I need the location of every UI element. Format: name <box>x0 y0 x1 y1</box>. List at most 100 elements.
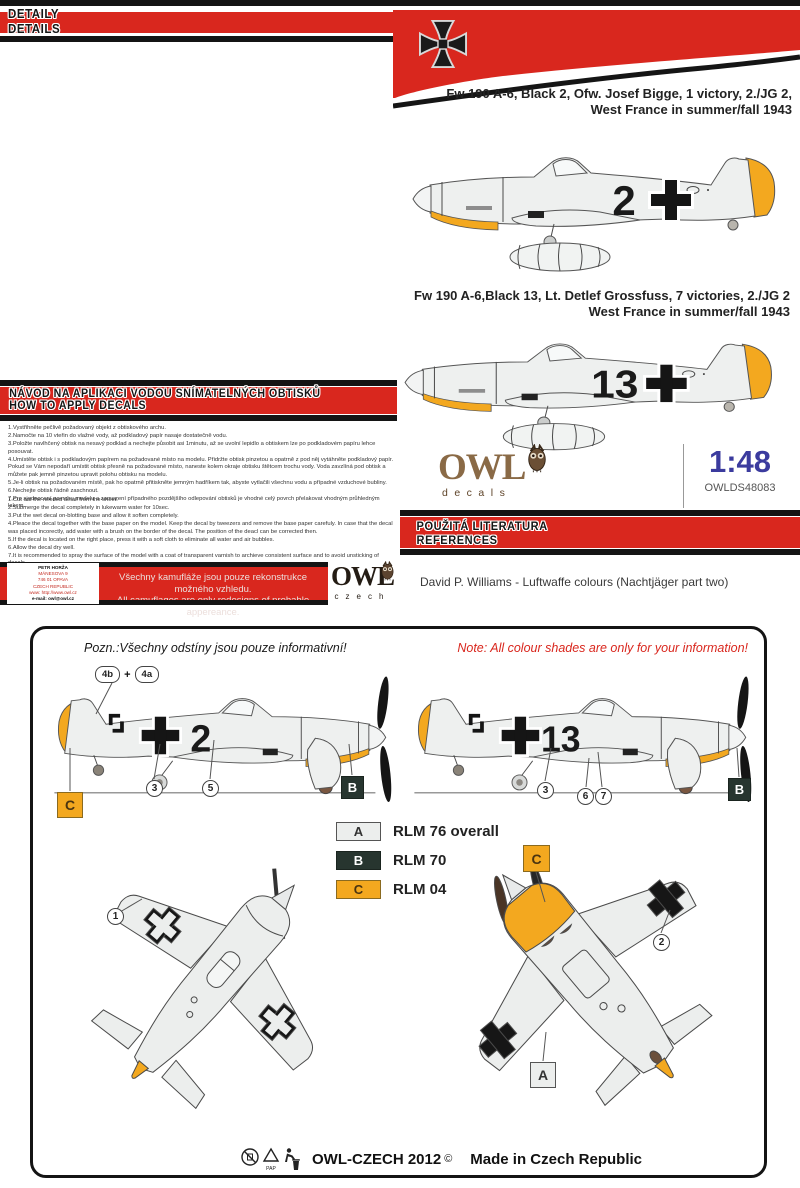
rudder-tip-orange <box>131 1059 150 1079</box>
reference-item: David P. Williams - Luftwaffe colours (N… <box>420 575 729 589</box>
callout-7: 7 <box>595 788 612 805</box>
legend-chip-b: B <box>336 851 381 870</box>
spinner <box>404 369 424 396</box>
rudder-tip-orange <box>654 1057 674 1079</box>
wing-cross <box>143 906 182 945</box>
step-cz-6: 6.Nechejte obtisk řádně zaschnout. <box>8 487 99 494</box>
callout-letter-c: C <box>57 792 83 818</box>
tail-marking <box>108 713 124 733</box>
step-cz-2: 2.Namočte na 10 vteřin do vlažné vody, a… <box>8 433 228 440</box>
propeller-blade <box>380 745 392 802</box>
tidy-man-icon <box>285 1148 300 1170</box>
top-black-stripe-2 <box>0 36 397 42</box>
canopy <box>221 699 255 717</box>
ref-stripe-top <box>400 510 800 516</box>
cowl-orange <box>430 210 499 231</box>
scheme1-title-line2: West France in summer/fall 1943 <box>590 102 792 118</box>
box-footer: PAP OWL-CZECH 2012 © Made in Czech Repub… <box>240 1146 660 1172</box>
callout-letter-b2: B <box>728 778 751 801</box>
footer-stripe-top <box>0 562 397 567</box>
step-en-1: 1.Cut out the needed detail from the she… <box>8 497 118 503</box>
scheme2-title: Fw 190 A-6,Black 13, Lt. Detlef Grossfus… <box>400 288 790 321</box>
legend-chip-c: C <box>336 880 381 899</box>
owl-czech-logo-sub: czech <box>334 592 391 601</box>
drop-tank <box>509 242 611 272</box>
tactical-number: 2 <box>190 717 211 759</box>
step-en-6: 6.Allow the decal dry well. <box>8 544 75 551</box>
callout-3b: 3 <box>537 782 554 799</box>
step-cz-4: 4.Umístěte obtisk i s podkladovým papíre… <box>8 456 394 478</box>
divider <box>683 444 684 508</box>
callout-6: 6 <box>577 788 594 805</box>
packaging-icons: PAP <box>241 1147 300 1172</box>
canopy <box>546 345 583 362</box>
legend-label-c: RLM 04 <box>393 881 447 898</box>
howto-heading-cz: NÁVOD NA APLIKACI VODOU SNÍMATELNÝCH OBT… <box>9 388 321 400</box>
footer-stripe-bottom <box>0 600 397 605</box>
howto-steps-cz: 1.Vystřihněte pečlivě požadovaný objekt … <box>8 425 398 511</box>
spinner <box>368 724 387 751</box>
plus-sign: + <box>124 668 131 681</box>
propeller-blade <box>377 676 389 729</box>
legend-row-b: B RLM 70 <box>336 851 446 870</box>
decal-pill-4b: 4b <box>95 666 121 683</box>
address-line: MÁNESOVA 9 <box>38 571 68 577</box>
howto-steps-en: 1.Cut out the needed detail from the she… <box>8 497 398 568</box>
scheme2-side-profile: 13 <box>404 343 772 451</box>
scale-label: 1:48 <box>708 444 772 479</box>
howto-stripe-bottom <box>0 415 397 421</box>
references-banner: POUŽITÁ LITERATURA REFERENCES <box>400 517 800 548</box>
canopy-plan <box>206 951 241 988</box>
step-cz-3: 3.Položte navlhčený obtisk na nesavý pod… <box>8 441 376 455</box>
do-not-litter-icon <box>241 1148 259 1166</box>
top-red-band <box>0 12 397 33</box>
product-code: OWLDS48083 <box>704 482 776 494</box>
legend-row-c: C RLM 04 <box>336 880 446 899</box>
recycle-icon: PAP <box>262 1147 280 1172</box>
scheme2-title-line1: Fw 190 A-6,Black 13, Lt. Detlef Grossfus… <box>414 288 790 303</box>
legend-label-b: RLM 70 <box>393 852 447 869</box>
step-en-4: 4.Pleace the decal together with the bas… <box>8 521 393 535</box>
address-line: CZECH REPUBLIC <box>32 583 74 589</box>
disclaimer: Všechny kamufláže jsou pouze rekonstrukc… <box>100 572 326 618</box>
disclaimer-cz: Všechny kamufláže jsou pouze rekonstrukc… <box>119 572 307 595</box>
tactical-number: 2 <box>612 177 635 224</box>
callout-letter-c2: C <box>523 845 550 872</box>
address-line: 746 01 OPAVA <box>37 577 69 583</box>
legend-row-a: A RLM 76 overall <box>336 822 499 841</box>
references-heading-cz: POUŽITÁ LITERATURA <box>416 519 548 533</box>
svg-text:PAP: PAP <box>266 1166 276 1172</box>
publisher-email: e-mail: owl@owl.cz <box>31 595 74 601</box>
step-cz-1: 1.Vystřihněte pečlivě požadovaný objekt … <box>8 425 167 431</box>
references-heading-en: REFERENCES <box>416 533 498 547</box>
disclaimer-en: All camuflages are only redesigns of pro… <box>117 595 309 618</box>
publisher-address: PETR HORŽA MÁNESOVA 9 746 01 OPAVA CZECH… <box>7 563 99 604</box>
owl-decals-logo: OWL decals <box>438 444 548 499</box>
owl-icon <box>381 561 394 581</box>
made-in-label: Made in Czech Republic <box>470 1150 642 1168</box>
publisher-name: PETR HORŽA <box>38 565 68 570</box>
top-black-stripe <box>0 0 800 6</box>
scheme1-title: Fw 190 A-6, Black 2, Ofw. Josef Bigge, 1… <box>430 86 792 119</box>
propeller-blade <box>737 676 749 729</box>
address-line: www: http://www.owl.cz <box>29 589 77 595</box>
note-cz: Pozn.:Všechny odstíny jsou pouze informa… <box>84 641 347 655</box>
tactical-number: 13 <box>591 362 638 406</box>
step-en-3: 3.Put the wet decal on-blotting base and… <box>8 513 179 520</box>
callout-3: 3 <box>146 780 163 797</box>
note-en: Note: All colour shades are only for you… <box>457 641 748 655</box>
wing-cross <box>258 1002 297 1042</box>
scheme2-title-line2: West France in summer/fall 1943 <box>588 304 790 320</box>
lower-surface-plan-view <box>478 861 713 1107</box>
footer-brand: OWL-CZECH 2012 <box>312 1150 442 1168</box>
details-label-cz: DETAILY <box>8 7 60 21</box>
canopy <box>581 699 615 717</box>
callout-2: 2 <box>653 934 670 951</box>
copyright-symbol: © <box>444 1153 453 1165</box>
callout-letter-a: A <box>530 1062 556 1088</box>
legend-chip-a: A <box>336 822 381 841</box>
scheme1-colour-profile: 2 <box>54 676 392 802</box>
paint-scheme-box <box>30 626 767 1178</box>
decal-ref-callout: 4b + 4a <box>95 666 160 683</box>
